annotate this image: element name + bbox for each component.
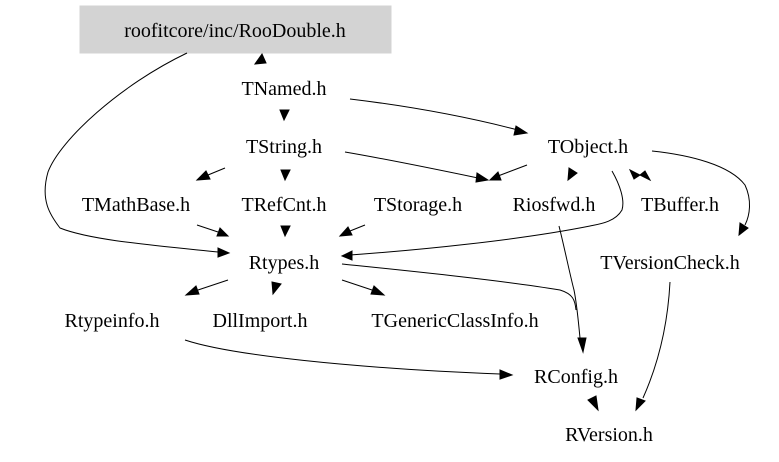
edge-rtypeinfo-rconfig: [184, 339, 501, 375]
node-riosfwd[interactable]: Riosfwd.h: [513, 194, 596, 216]
node-tnamed[interactable]: TNamed.h: [242, 78, 327, 100]
node-tmathbase[interactable]: TMathBase.h: [82, 194, 190, 216]
edge-arrow-tobject-tversioncheck: [738, 222, 749, 237]
edge-rtypes-rtypeinfo: [197, 279, 229, 291]
edge-tmathbase-rtypes: [196, 224, 219, 233]
node-tstring[interactable]: TString.h: [246, 136, 322, 158]
edge-tobject-tversioncheck: [651, 150, 750, 226]
edge-arrow-riosfwd-rconfig: [577, 337, 587, 354]
edge-arrow-rtypes-dllimport: [271, 281, 282, 296]
edge-arrow-root-tnamed: [253, 52, 267, 65]
edge-rtypes-tgenericclassinfo: [341, 279, 373, 291]
edge-arrow-rconfig-rversion: [587, 395, 599, 412]
edge-arrow-root-rtypes: [217, 247, 231, 258]
edge-arrow-tstring-riosfwd: [475, 172, 490, 183]
edge-arrow-tmathbase-rtypes: [216, 227, 230, 237]
node-roodouble[interactable]: roofitcore/inc/RooDouble.h: [124, 20, 346, 42]
edge-arrow-tstring-tmathbase: [195, 170, 211, 181]
edge-arrow-tversioncheck-rversion: [635, 397, 646, 412]
node-tstorage[interactable]: TStorage.h: [374, 194, 462, 216]
edge-tobject-riosfwd-a: [497, 164, 528, 177]
edge-arrow-tbuffer-tobject: [639, 170, 652, 182]
root-node-box: [79, 5, 392, 54]
edge-arrow-rtypes-tgenericclassinfo: [370, 285, 386, 296]
edge-arrow-tnamed-tstring: [279, 109, 290, 122]
edge-riosfwd-rconfig: [558, 225, 581, 339]
edge-arrow-tstorage-rtypes: [338, 226, 353, 237]
edge-arrow-rtypeinfo-rconfig: [499, 369, 514, 380]
edge-tnamed-tobject: [349, 98, 519, 131]
node-trefcnt[interactable]: TRefCnt.h: [242, 194, 327, 216]
edge-arrow-tobject-riosfwd-a: [488, 171, 502, 181]
node-dllimport[interactable]: DllImport.h: [213, 310, 308, 332]
edge-tstorage-rtypes: [349, 224, 366, 232]
nodes: roofitcore/inc/RooDouble.h TNamed.h TStr…: [65, 20, 740, 446]
node-tgenericclassinfo[interactable]: TGenericClassInfo.h: [371, 310, 538, 332]
edge-tversioncheck-rversion: [642, 281, 671, 399]
node-rtypes[interactable]: Rtypes.h: [249, 252, 320, 274]
edge-arrow-tobject-rtypes: [340, 250, 353, 261]
edge-root-rtypes: [44, 52, 219, 253]
node-tobject[interactable]: TObject.h: [548, 136, 628, 158]
edge-arrow-tobject-tbuffer: [628, 168, 641, 180]
edge-arrow-tstring-trefcnt: [280, 169, 291, 182]
edge-tstring-tmathbase: [207, 167, 226, 176]
edge-tobject-rtypes: [349, 170, 624, 256]
node-tbuffer[interactable]: TBuffer.h: [641, 194, 719, 216]
node-rversion[interactable]: RVersion.h: [565, 424, 653, 446]
edge-tstring-riosfwd: [344, 151, 479, 179]
edge-rtypes-rconfig: [341, 263, 577, 311]
node-rtypeinfo[interactable]: Rtypeinfo.h: [65, 310, 160, 332]
node-tversioncheck[interactable]: TVersionCheck.h: [600, 252, 739, 274]
edge-arrow-trefcnt-rtypes: [280, 225, 291, 238]
edge-arrow-rtypes-rtypeinfo: [184, 285, 200, 296]
edge-arrow-tobject-riosfwd-b: [567, 167, 578, 182]
edges: [44, 52, 750, 412]
node-rconfig[interactable]: RConfig.h: [534, 366, 618, 388]
edge-arrow-tnamed-tobject: [513, 125, 529, 136]
